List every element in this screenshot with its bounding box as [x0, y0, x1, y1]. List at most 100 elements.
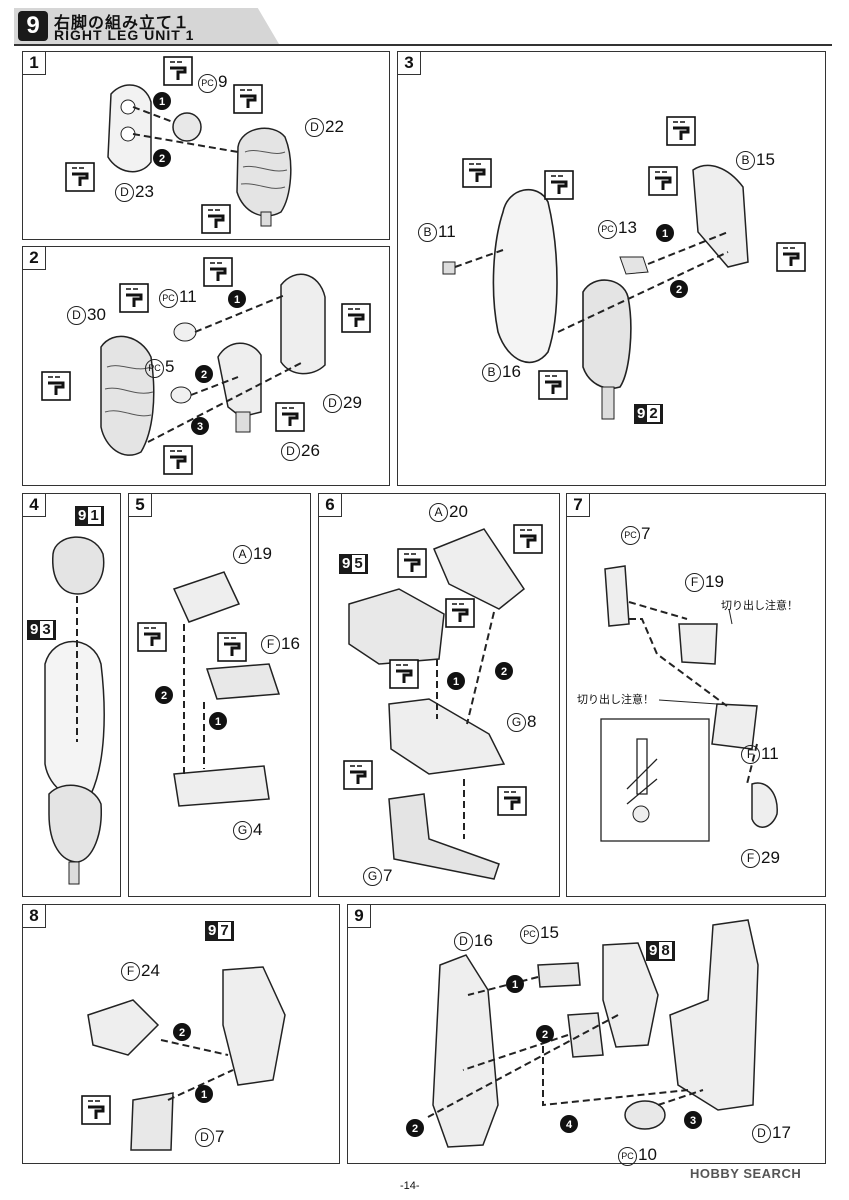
section-number-badge: 9 — [18, 11, 48, 41]
step-9-illustration — [427, 919, 759, 1148]
svg-text:1: 1 — [215, 716, 221, 728]
svg-text:2: 2 — [412, 1123, 418, 1135]
step-number: 3 — [398, 52, 421, 75]
nub-trim-icon — [65, 162, 95, 192]
nub-trim-icon — [275, 402, 305, 432]
step-number: 2 — [23, 247, 46, 270]
sequence-marker: 2 — [173, 1023, 191, 1041]
header-bar — [14, 8, 832, 46]
caution-note: 切り出し注意！ — [577, 694, 654, 706]
page-number: -14- — [400, 1180, 420, 1192]
step-5-illustration — [172, 571, 281, 807]
nub-trim-icon — [397, 548, 427, 578]
step-number: 7 — [567, 494, 590, 517]
sequence-marker: 1 — [447, 672, 465, 690]
step-number: 4 — [23, 494, 46, 517]
section-title-jp: 右脚の組み立て１ — [54, 15, 191, 32]
header-tab — [14, 8, 279, 44]
step-4-illustration — [44, 536, 105, 885]
nub-trim-icon — [163, 445, 193, 475]
step-number: 5 — [129, 494, 152, 517]
nub-trim-icon — [666, 116, 696, 146]
sequence-marker: 4 — [560, 1115, 578, 1133]
svg-text:1: 1 — [453, 676, 459, 688]
nub-trim-icon — [81, 1095, 111, 1125]
nub-trim-icon — [217, 632, 247, 662]
nub-trim-icon — [462, 158, 492, 188]
sequence-marker: 1 — [195, 1085, 213, 1103]
nub-trim-icon — [343, 760, 373, 790]
step-2-illustration — [100, 273, 326, 456]
sequence-marker: 1 — [506, 975, 524, 993]
section-title-en: RIGHT LEG UNIT 1 — [54, 27, 195, 43]
svg-text:3: 3 — [197, 421, 203, 433]
nub-trim-icon — [201, 204, 231, 234]
svg-text:3: 3 — [690, 1115, 696, 1127]
svg-text:1: 1 — [159, 96, 165, 108]
nub-trim-icon — [137, 622, 167, 652]
nub-trim-icon — [513, 524, 543, 554]
svg-text:1: 1 — [662, 228, 668, 240]
svg-text:2: 2 — [201, 369, 207, 381]
nub-trim-icon — [119, 283, 149, 313]
sequence-marker: 2 — [536, 1025, 554, 1043]
svg-text:2: 2 — [542, 1029, 548, 1041]
svg-text:1: 1 — [201, 1089, 207, 1101]
sequence-marker: 2 — [195, 365, 213, 383]
caution-note: 切り出し注意！ — [721, 600, 798, 612]
nub-trim-icon — [497, 786, 527, 816]
sequence-marker: 2 — [153, 149, 171, 167]
svg-text:2: 2 — [676, 284, 682, 296]
nub-trim-icon — [538, 370, 568, 400]
step-number: 6 — [319, 494, 342, 517]
svg-text:1: 1 — [512, 979, 518, 991]
nub-trim-icon — [776, 242, 806, 272]
step-number: 1 — [23, 52, 46, 75]
nub-trim-icon — [203, 257, 233, 287]
sequence-marker: 2 — [155, 686, 173, 704]
watermark: HOBBY SEARCH — [690, 1166, 802, 1181]
nub-trim-icon — [163, 56, 193, 86]
nub-trim-icon — [389, 659, 419, 689]
step-3-illustration — [442, 164, 749, 420]
step-number: 8 — [23, 905, 46, 928]
sequence-marker: 2 — [406, 1119, 424, 1137]
step-6-illustration — [348, 528, 526, 880]
svg-text:2: 2 — [159, 153, 165, 165]
svg-text:2: 2 — [501, 666, 507, 678]
